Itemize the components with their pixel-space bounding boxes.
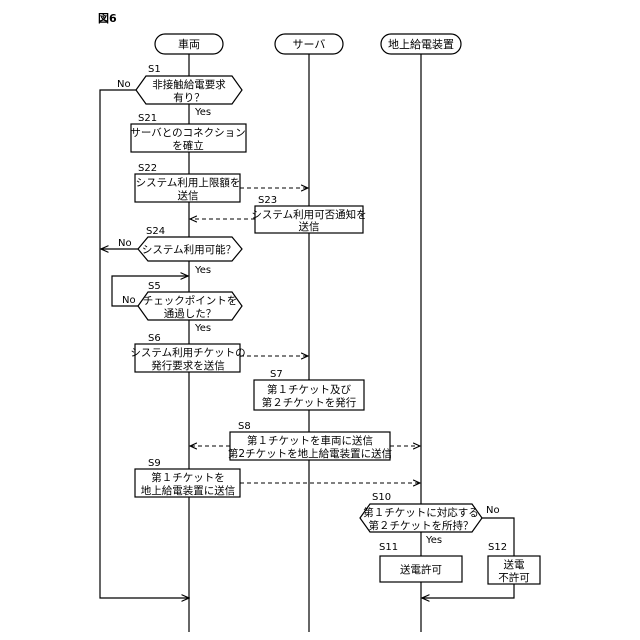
lane-vehicle-label: 車両	[178, 37, 200, 51]
s12-to-ground-flow	[422, 584, 514, 598]
lane-header-ground: 地上給電装置	[381, 34, 461, 54]
s7-text-line2: 第２チケットを発行	[262, 396, 357, 409]
s9-text-line1: 第１チケットを	[151, 471, 225, 484]
step-id-s1: S1	[148, 64, 161, 75]
s22-text-line2: 送信	[178, 189, 199, 202]
s6-text-line1: システム利用チケットの	[130, 347, 245, 359]
lane-server-label: サーバ	[293, 38, 326, 51]
step-id-s11: S11	[379, 542, 398, 553]
step-id-s6: S6	[148, 333, 161, 344]
s5-text-line1: チェックポイントを	[143, 295, 238, 307]
step-id-s23: S23	[258, 195, 277, 206]
process-s12: 送電 不許可	[488, 556, 540, 584]
step-id-s5: S5	[148, 281, 161, 292]
s24-text-line1: システム利用可能？	[142, 243, 236, 256]
s10-text-line1: 第１チケットに対応する	[363, 506, 479, 519]
s8-text-line2: 第2チケットを地上給電装置に送信	[228, 447, 392, 460]
process-s11: 送電許可	[380, 556, 462, 582]
step-id-s9: S9	[148, 458, 161, 469]
lane-header-server: サーバ	[275, 34, 343, 54]
process-s22: システム利用上限額を 送信	[135, 174, 240, 202]
s23-text-line2: 送信	[299, 220, 320, 233]
step-id-s10: S10	[372, 492, 391, 503]
s10-yes-label: Yes	[425, 535, 442, 546]
s7-text-line1: 第１チケット及び	[267, 383, 351, 396]
lane-header-vehicle: 車両	[155, 34, 223, 54]
step-id-s22: S22	[138, 163, 157, 174]
s12-text-line1: 送電	[504, 558, 525, 571]
s1-yes-label: Yes	[194, 107, 211, 118]
step-id-s7: S7	[270, 369, 283, 380]
s10-text-line2: 第２チケットを所持？	[369, 519, 474, 532]
step-id-s8: S8	[238, 421, 251, 432]
s5-text-line2: 通過した？	[164, 308, 217, 320]
s1-no-label: No	[117, 79, 131, 90]
process-s7: 第１チケット及び 第２チケットを発行	[254, 380, 364, 410]
s1-text-line1: 非接触給電要求	[152, 78, 226, 91]
process-s21: サーバとのコネクション を確立	[130, 124, 246, 152]
s9-text-line2: 地上給電装置に送信	[141, 484, 236, 497]
step-id-s12: S12	[488, 542, 507, 553]
step-id-s21: S21	[138, 113, 157, 124]
s24-yes-label: Yes	[194, 265, 211, 276]
s21-text-line1: サーバとのコネクション	[130, 127, 245, 139]
step-id-s24: S24	[146, 226, 165, 237]
s5-yes-label: Yes	[194, 323, 211, 334]
s24-no-label: No	[118, 238, 132, 249]
process-s23: システム利用可否通知を 送信	[251, 206, 366, 233]
process-s8: 第１チケットを車両に送信 第2チケットを地上給電装置に送信	[228, 432, 392, 460]
s6-text-line2: 発行要求を送信	[151, 359, 225, 372]
decision-s5: チェックポイントを 通過した？	[138, 292, 242, 320]
process-s6: システム利用チケットの 発行要求を送信	[130, 344, 245, 372]
figure-label: 図6	[98, 11, 117, 25]
s8-text-line1: 第１チケットを車両に送信	[247, 434, 373, 447]
s22-text-line1: システム利用上限額を	[136, 176, 241, 189]
decision-s24: システム利用可能？	[138, 237, 242, 261]
s5-no-label: No	[122, 295, 136, 306]
s10-no-label: No	[486, 505, 500, 516]
process-s9: 第１チケットを 地上給電装置に送信	[135, 469, 240, 497]
s1-text-line2: 有り？	[173, 91, 205, 104]
decision-s10: 第１チケットに対応する 第２チケットを所持？	[360, 504, 482, 532]
decision-s1: 非接触給電要求 有り？	[136, 76, 242, 104]
s11-text-line1: 送電許可	[400, 563, 442, 576]
lane-ground-label: 地上給電装置	[388, 37, 454, 51]
s21-text-line2: を確立	[172, 139, 204, 152]
s12-text-line2: 不許可	[498, 571, 530, 584]
s23-text-line1: システム利用可否通知を	[251, 208, 366, 221]
